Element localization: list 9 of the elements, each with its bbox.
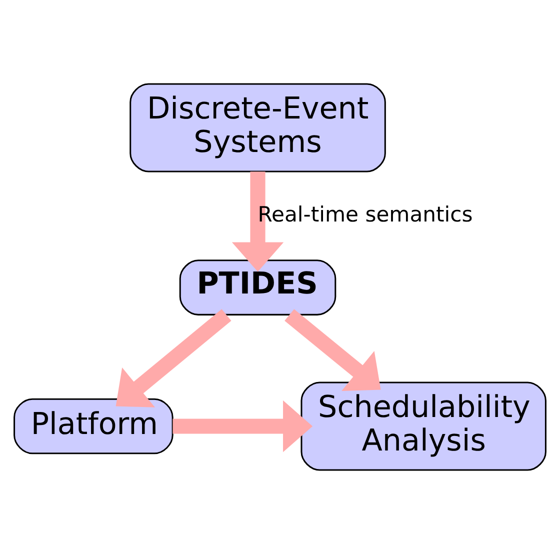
- node-box: Schedulability Analysis: [300, 381, 546, 470]
- edge-label: Real-time semantics: [258, 201, 473, 226]
- node-box: PTIDES: [179, 259, 336, 315]
- arrow: [232, 171, 284, 272]
- node-box: Discrete-Event Systems: [130, 82, 386, 172]
- arrow: [116, 308, 232, 407]
- arrow: [284, 308, 381, 390]
- arrow: [172, 400, 313, 452]
- node-box: Platform: [14, 398, 174, 454]
